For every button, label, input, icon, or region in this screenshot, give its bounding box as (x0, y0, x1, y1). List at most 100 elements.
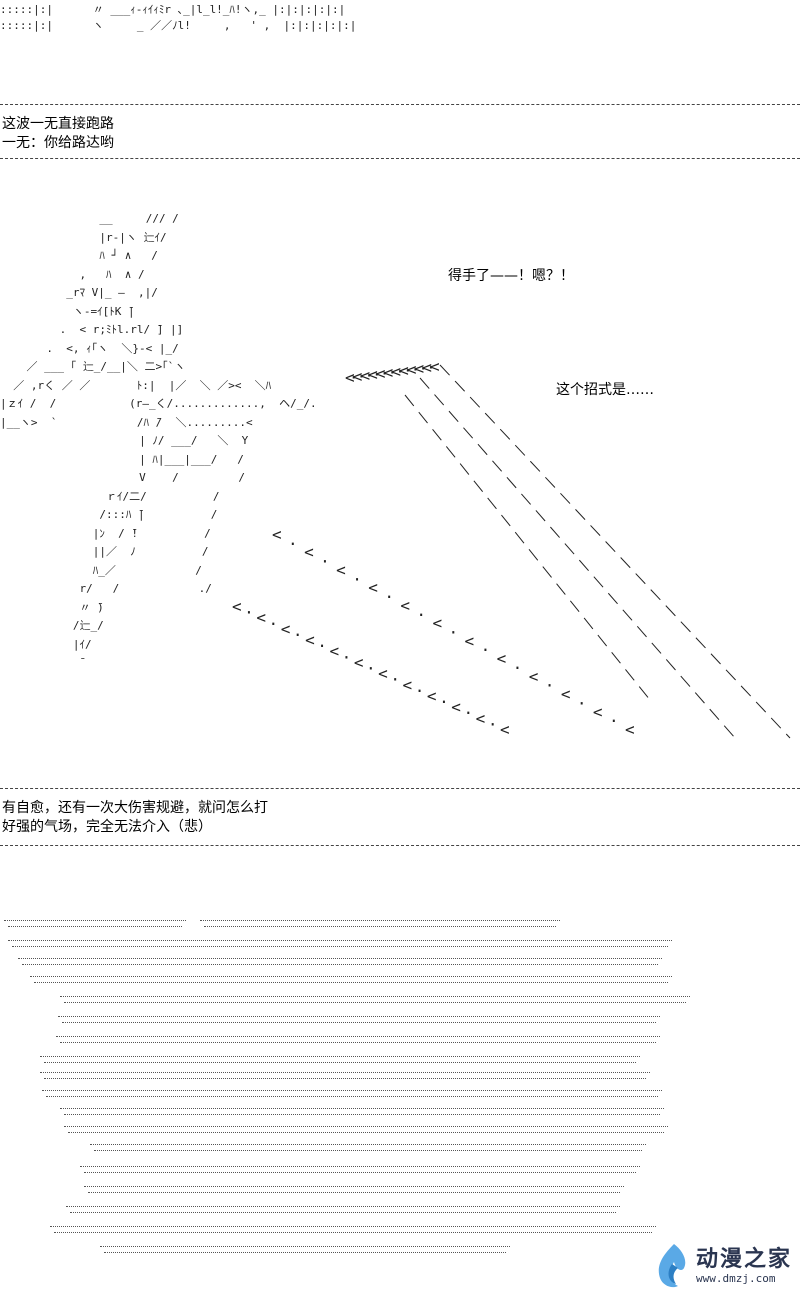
chevron-mark: < (465, 631, 475, 650)
slab-dotted-row (58, 1016, 660, 1017)
slab-dotted-row (68, 1132, 664, 1133)
slab-dotted-row (22, 964, 658, 965)
chevron-mark: < (432, 614, 442, 633)
slab-dotted-row (200, 920, 560, 921)
chevron-mark: < (345, 368, 355, 387)
slab-dotted-row (44, 1078, 646, 1079)
dot-mark: . (349, 364, 359, 383)
ascii-art-top-line-1: :::::|:| 〃 ___ｨ-ｨｲｨﾐr ､_|l_l!_ﾊ!ヽ,_ |:|:… (0, 3, 346, 16)
caption-line: 有自愈，还有一次大伤害规避，就问怎么打 (2, 800, 268, 816)
watermark: 动漫之家 www.dmzj.com (652, 1242, 792, 1290)
slab-dotted-row (60, 1108, 664, 1109)
chevron-mark: < (329, 642, 339, 661)
chevron-mark: < (399, 361, 409, 380)
divider (0, 104, 800, 105)
dot-mark: . (463, 699, 473, 718)
chevron-mark: < (430, 357, 440, 376)
slab-dotted-row (60, 996, 690, 997)
dot-mark: . (372, 361, 382, 380)
chevron-mark: < (561, 685, 571, 704)
chevron-mark: < (403, 675, 413, 694)
watermark-url: www.dmzj.com (695, 1271, 776, 1285)
dot-mark: . (390, 666, 400, 685)
dot-mark: . (449, 619, 459, 638)
slab-dotted-row (40, 1072, 650, 1073)
chevron-mark: < (354, 653, 364, 672)
slab-dotted-row (88, 1192, 620, 1193)
speed-lines-art: <.<.<.<.<.<.<.<.<.<.<.<<.<.<.<.<.<.<.<.<… (232, 354, 791, 739)
slab-dotted-row (84, 1186, 624, 1187)
chevron-mark: < (593, 702, 603, 721)
dot-mark: . (577, 689, 587, 708)
slab-dotted-row (64, 1126, 668, 1127)
caption-line: 好强的气场，完全无法介入（悲） (2, 819, 212, 835)
slab-dotted-row (90, 1144, 646, 1145)
dot-mark: . (342, 643, 352, 662)
chevron-mark: < (415, 359, 425, 378)
slab-dotted-row (70, 1212, 616, 1213)
chevron-mark: < (281, 619, 291, 638)
chevron-mark: < (422, 358, 432, 377)
dot-mark: . (357, 363, 367, 382)
ascii-art-top-line-2: :::::|:| ヽ _ ／／ﾉl! , ' , |:|:|:|:|:| (0, 19, 357, 32)
divider (0, 158, 800, 159)
slab-dotted-row (8, 940, 672, 941)
slab-dotted-row (100, 1246, 510, 1247)
caption-line: 一无：你给路达哟 (2, 135, 114, 151)
dot-mark: . (415, 677, 425, 696)
slab-dotted-row (18, 958, 662, 959)
chevron-mark: < (529, 667, 539, 686)
slab-dotted-row (8, 926, 182, 927)
chevron-mark: < (304, 543, 314, 562)
dot-mark: . (481, 636, 491, 655)
dot-mark: . (288, 530, 298, 549)
dot-mark: . (609, 707, 619, 726)
dot-mark: . (439, 688, 449, 707)
dot-mark: . (418, 355, 428, 374)
chevron-mark: < (368, 578, 378, 597)
slab-dotted-row (34, 982, 668, 983)
chevron-mark: < (407, 360, 417, 379)
dot-mark: . (320, 548, 330, 567)
dot-mark: . (411, 356, 421, 375)
chevron-mark: < (500, 720, 510, 739)
dot-mark: . (545, 672, 555, 691)
slab-dotted-row (46, 1096, 658, 1097)
chevron-mark: < (232, 597, 242, 616)
slab-dotted-row (104, 1252, 506, 1253)
slab-dotted-row (94, 1150, 642, 1151)
chevron-mark: < (305, 631, 315, 650)
dot-mark: . (416, 601, 426, 620)
slab-dotted-row (54, 1232, 652, 1233)
chevron-mark: < (336, 560, 346, 579)
chevron-mark: < (376, 364, 386, 383)
dot-mark: . (513, 654, 523, 673)
slab-dotted-row (56, 1036, 660, 1037)
chevron-mark: < (256, 608, 266, 627)
dot-mark: . (244, 599, 254, 618)
dot-mark: . (395, 358, 405, 377)
slab-dotted-row (42, 1090, 662, 1091)
ascii-art-figure: __ /// / |r-|ヽ 辷ｲ/ ﾊ ┘ ∧ / , ﾊ ∧ / _rﾏ V… (0, 212, 317, 669)
slab-dotted-row (12, 946, 668, 947)
speech-text: 这个招式是…… (556, 382, 654, 398)
slab-dotted-row (60, 1042, 656, 1043)
divider (0, 845, 800, 846)
slab-dotted-row (62, 1022, 656, 1023)
chevron-mark: < (625, 720, 635, 739)
chevron-mark: < (400, 596, 410, 615)
slab-dotted-row (84, 1172, 636, 1173)
divider (0, 788, 800, 789)
caption-line: 这波一无直接跑路 (2, 116, 114, 132)
slab-dotted-row (64, 1002, 686, 1003)
dot-mark: . (352, 565, 362, 584)
slab-dotted-row (66, 1206, 620, 1207)
dot-mark: . (293, 621, 303, 640)
chevron-mark: < (353, 367, 363, 386)
chevron-mark: < (497, 649, 507, 668)
chevron-mark: < (384, 363, 394, 382)
slab-dotted-row (30, 976, 672, 977)
slab-dotted-row (44, 1062, 636, 1063)
slab-dotted-row (40, 1056, 640, 1057)
slab-dotted-row (204, 926, 556, 927)
